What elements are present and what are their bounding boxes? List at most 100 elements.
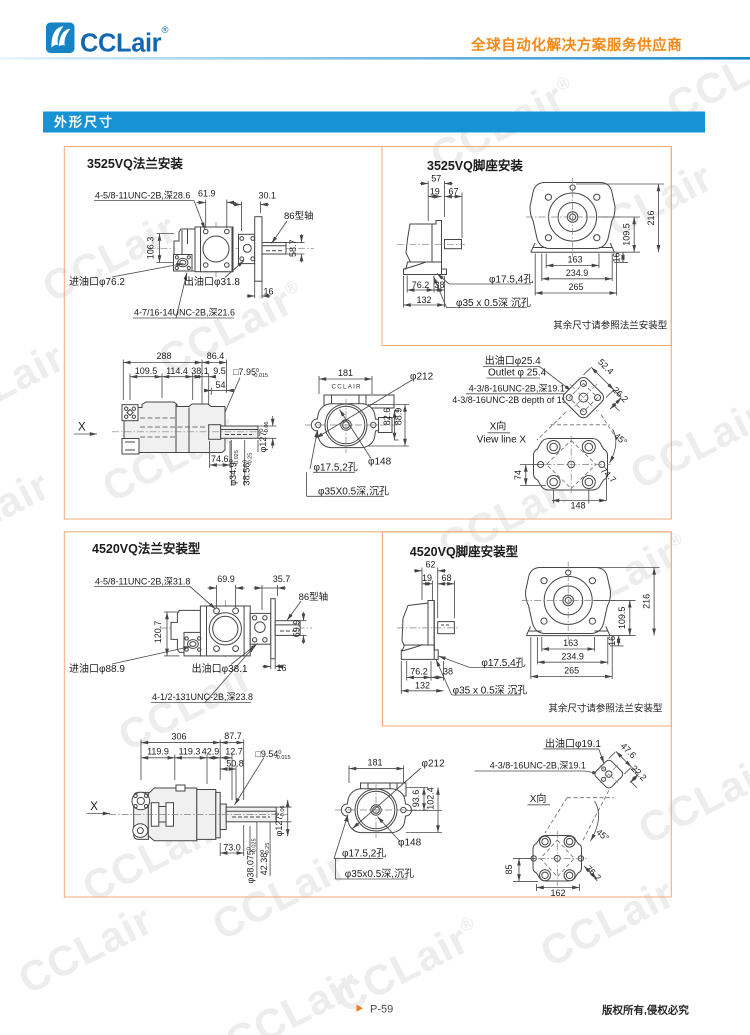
svg-text:120.7: 120.7	[153, 621, 163, 644]
svg-text:16: 16	[612, 252, 622, 262]
svg-text:288: 288	[156, 351, 171, 361]
svg-text:外形尺寸: 外形尺寸	[53, 115, 114, 130]
svg-text:57: 57	[431, 174, 441, 184]
svg-text:出油口φ38.1: 出油口φ38.1	[192, 662, 248, 675]
svg-text:®: ®	[162, 25, 169, 36]
svg-text:φ35 x 0.5深 沉孔: φ35 x 0.5深 沉孔	[453, 684, 528, 697]
svg-text:CCLair: CCLair	[0, 461, 57, 568]
svg-text:CCLAIR: CCLAIR	[332, 384, 362, 391]
svg-text:出油口φ31.8: 出油口φ31.8	[184, 275, 240, 288]
svg-text:4520VQ法兰安装型: 4520VQ法兰安装型	[92, 541, 201, 556]
svg-text:181: 181	[338, 368, 353, 378]
svg-text:View line X: View line X	[477, 435, 527, 446]
svg-text:114.4: 114.4	[166, 366, 188, 376]
svg-text:□9.540-0.015: □9.540-0.015	[255, 749, 290, 761]
svg-text:φ1270-0.06: φ1270-0.06	[274, 806, 286, 837]
svg-text:X: X	[78, 422, 86, 434]
svg-text:进油口φ76.2: 进油口φ76.2	[69, 275, 125, 288]
svg-text:69.9: 69.9	[292, 620, 302, 638]
svg-text:φ17.5,4孔: φ17.5,4孔	[481, 657, 525, 669]
svg-text:9.5: 9.5	[213, 366, 226, 376]
svg-text:76.2: 76.2	[584, 863, 603, 882]
svg-text:其余尺寸请参照法兰安装型: 其余尺寸请参照法兰安装型	[548, 703, 663, 715]
svg-text:74: 74	[513, 470, 523, 480]
svg-text:162: 162	[550, 888, 565, 898]
svg-text:38: 38	[443, 667, 453, 677]
svg-text:φ35x0.5深,沉孔: φ35x0.5深,沉孔	[345, 867, 414, 880]
svg-text:φ148: φ148	[398, 838, 422, 849]
svg-text:CCLair: CCLair	[0, 333, 72, 440]
svg-text:163: 163	[567, 255, 582, 265]
svg-text:Outlet φ 25.4: Outlet φ 25.4	[488, 368, 547, 379]
svg-text:132: 132	[416, 295, 431, 305]
svg-text:进油口φ88.9: 进油口φ88.9	[69, 662, 125, 675]
svg-text:4-5/8-11UNC-2B,深31.8: 4-5/8-11UNC-2B,深31.8	[95, 577, 190, 587]
svg-text:全球自动化解决方案服务供应商: 全球自动化解决方案服务供应商	[470, 36, 682, 54]
svg-text:35.7: 35.7	[273, 574, 291, 584]
svg-text:54: 54	[215, 380, 225, 390]
svg-text:42.380-0.25: 42.380-0.25	[259, 843, 271, 876]
svg-text:19: 19	[422, 573, 432, 583]
svg-text:67: 67	[448, 187, 458, 197]
svg-text:φ212: φ212	[410, 372, 434, 383]
svg-text:86.4: 86.4	[207, 351, 225, 361]
svg-text:φ17.5,2孔: φ17.5,2孔	[342, 848, 386, 860]
svg-text:φ1270-0.06: φ1270-0.06	[258, 422, 270, 453]
svg-text:61.9: 61.9	[198, 189, 216, 199]
svg-text:86型轴: 86型轴	[284, 210, 314, 222]
svg-text:26.2: 26.2	[611, 385, 630, 404]
svg-text:234.9: 234.9	[561, 651, 584, 661]
svg-text:102.4: 102.4	[426, 787, 436, 810]
svg-text:4-3/8-16UNC-2B,深19.1: 4-3/8-16UNC-2B,深19.1	[490, 761, 586, 771]
svg-text:265: 265	[564, 665, 579, 675]
svg-text:69.9: 69.9	[217, 574, 235, 584]
svg-text:16: 16	[264, 287, 274, 297]
svg-text:82.6: 82.6	[382, 408, 392, 426]
svg-text:φ212: φ212	[422, 759, 446, 770]
svg-text:4-3/8-16UNC-2B,深19.1: 4-3/8-16UNC-2B,深19.1	[469, 384, 565, 394]
svg-text:73.0: 73.0	[223, 843, 241, 853]
svg-text:52.4: 52.4	[596, 357, 615, 376]
svg-text:58.7: 58.7	[288, 239, 298, 257]
svg-text:68: 68	[441, 573, 451, 583]
svg-text:74.6: 74.6	[211, 454, 229, 464]
svg-text:φ148: φ148	[368, 457, 392, 468]
svg-text:87.7: 87.7	[224, 731, 242, 741]
svg-text:出油口φ19.1: 出油口φ19.1	[545, 737, 601, 750]
svg-text:50.8: 50.8	[226, 759, 244, 769]
svg-text:φ38.0750-0.025: φ38.0750-0.025	[246, 838, 258, 883]
svg-text:19: 19	[430, 187, 440, 197]
svg-text:4-7/16-14UNC-2B,深21.6: 4-7/16-14UNC-2B,深21.6	[134, 308, 235, 318]
svg-text:12.7: 12.7	[225, 747, 243, 757]
svg-text:76.2: 76.2	[410, 667, 428, 677]
svg-text:306: 306	[171, 732, 186, 742]
svg-text:16: 16	[607, 636, 617, 646]
svg-text:85: 85	[504, 864, 514, 874]
svg-text:132: 132	[415, 680, 430, 690]
svg-text:22.2: 22.2	[629, 763, 648, 782]
svg-text:CCLair: CCLair	[218, 959, 367, 1035]
svg-text:148: 148	[570, 501, 585, 511]
svg-text:86型轴: 86型轴	[299, 591, 329, 603]
svg-text:φ35X0.5深,沉孔: φ35X0.5深,沉孔	[318, 485, 389, 498]
svg-text:16: 16	[277, 663, 287, 673]
svg-text:30.1: 30.1	[259, 191, 277, 201]
svg-text:181: 181	[367, 758, 382, 768]
svg-text:4520VQ脚座安装型: 4520VQ脚座安装型	[410, 544, 519, 559]
svg-text:93.6: 93.6	[411, 790, 421, 808]
svg-text:φ17.5,4孔: φ17.5,4孔	[489, 274, 533, 286]
svg-text:119.9: 119.9	[147, 747, 169, 757]
svg-text:φ17.5,2孔: φ17.5,2孔	[314, 462, 358, 474]
svg-text:CCLair: CCLair	[80, 30, 162, 58]
svg-text:216: 216	[646, 210, 656, 225]
svg-text:其余尺寸请参照法兰安装型: 其余尺寸请参照法兰安装型	[553, 320, 668, 332]
svg-text:38.1: 38.1	[191, 366, 209, 376]
svg-text:76.2: 76.2	[412, 280, 430, 290]
svg-text:P-59: P-59	[370, 1004, 393, 1016]
svg-text:φ35 x 0.5深 沉孔: φ35 x 0.5深 沉孔	[456, 296, 531, 309]
svg-text:216: 216	[642, 594, 652, 609]
svg-text:版权所有,侵权必究: 版权所有,侵权必究	[602, 1004, 689, 1017]
svg-text:45°: 45°	[594, 827, 611, 844]
svg-text:109.5: 109.5	[622, 223, 632, 246]
svg-text:88.9: 88.9	[394, 408, 404, 426]
